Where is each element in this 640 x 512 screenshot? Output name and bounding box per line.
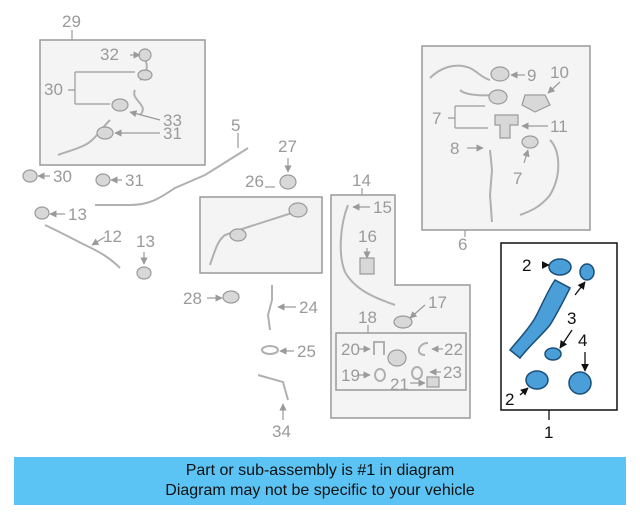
- callout-12: 12: [103, 227, 122, 246]
- callout-2-b: 2: [505, 390, 514, 409]
- seal-25: [261, 345, 279, 355]
- callout-21: 21: [390, 375, 409, 394]
- clamp-30-b: [22, 169, 38, 183]
- callout-15: 15: [373, 198, 392, 217]
- part-20: [373, 341, 385, 355]
- pipe-34: [257, 374, 289, 401]
- clamp-31-a: [96, 126, 114, 140]
- callout-23: 23: [443, 363, 462, 382]
- callout-20: 20: [341, 340, 360, 359]
- callout-26: 26: [245, 172, 264, 191]
- callout-16: 16: [358, 227, 377, 246]
- thermostat-18: [387, 349, 407, 367]
- clamp-2-b: [525, 370, 549, 390]
- callout-1: 1: [544, 423, 553, 442]
- clamp-31-b: [95, 173, 111, 187]
- callout-9: 9: [527, 66, 536, 85]
- callout-34: 34: [272, 422, 291, 441]
- parts-diagram: 29 32 30 33 31 30 31 13 12 13 5 27 26 28: [22, 12, 618, 442]
- callout-7-a: 7: [432, 109, 441, 128]
- banner-line-1: Part or sub-assembly is #1 in diagram: [185, 462, 455, 479]
- clamp-9: [490, 66, 510, 82]
- callout-18: 18: [358, 308, 377, 327]
- callout-32: 32: [100, 45, 119, 64]
- callout-22: 22: [444, 340, 463, 359]
- clamp-13-b: [136, 266, 152, 280]
- fitting-10: [521, 94, 551, 113]
- callout-6: 6: [458, 235, 467, 254]
- callout-33: 33: [163, 111, 182, 130]
- part-22: [417, 342, 429, 356]
- callout-5: 5: [231, 116, 240, 135]
- hose-12: [44, 224, 121, 269]
- callout-13-a: 13: [68, 205, 87, 224]
- clamp-7-b: [521, 135, 539, 149]
- clamp-32: [138, 48, 152, 62]
- fitting-26-b: [288, 202, 308, 218]
- bracket-16: [359, 257, 375, 275]
- clamp-7-a: [488, 89, 508, 105]
- callout-30: 30: [44, 80, 63, 99]
- hose-15: [339, 204, 396, 306]
- hose-26: [209, 211, 296, 266]
- part-28: [222, 290, 240, 304]
- clamp-2-a: [548, 258, 572, 276]
- hose-assembly-1: [508, 279, 571, 360]
- sensor-21: [426, 376, 440, 388]
- clamp-17: [393, 315, 413, 329]
- clamp-33: [111, 98, 129, 112]
- seal-23: [411, 366, 423, 380]
- callout-3: 3: [567, 309, 576, 328]
- callout-29: 29: [62, 12, 81, 31]
- callout-10: 10: [550, 63, 569, 82]
- hose-6-c: [519, 139, 560, 216]
- banner-line-2: Diagram may not be specific to your vehi…: [165, 482, 475, 499]
- pipe-8: [488, 149, 494, 223]
- callout-30-b: 30: [53, 167, 72, 186]
- callout-14: 14: [352, 171, 371, 190]
- callout-2-a: 2: [522, 256, 531, 275]
- callout-7-b: 7: [513, 169, 522, 188]
- fitting-4: [568, 371, 592, 395]
- clamp-13-a: [34, 206, 50, 220]
- group-box-26: [199, 196, 323, 274]
- clamp-30-a: [137, 69, 153, 81]
- callout-4: 4: [578, 331, 587, 350]
- callout-27: 27: [278, 137, 297, 156]
- pipe-5: [95, 147, 249, 206]
- callout-19: 19: [341, 366, 360, 385]
- callout-17: 17: [428, 293, 447, 312]
- callout-28: 28: [183, 289, 202, 308]
- callout-24: 24: [299, 298, 318, 317]
- callout-25: 25: [297, 342, 316, 361]
- fitting-26-a: [229, 228, 247, 242]
- info-banner: Part or sub-assembly is #1 in diagram Di…: [14, 457, 626, 505]
- seal-19: [374, 368, 386, 382]
- pipe-24: [266, 285, 273, 331]
- callout-8: 8: [450, 139, 459, 158]
- callout-31-b: 31: [125, 171, 144, 190]
- callout-31: 31: [163, 124, 182, 143]
- hose-6-a: [429, 64, 491, 81]
- fitting-11: [494, 114, 519, 139]
- part-27: [279, 174, 297, 190]
- callout-11: 11: [550, 117, 568, 136]
- clamp-3: [544, 347, 562, 361]
- fitting-1-top: [579, 263, 595, 281]
- callout-13-b: 13: [136, 232, 155, 251]
